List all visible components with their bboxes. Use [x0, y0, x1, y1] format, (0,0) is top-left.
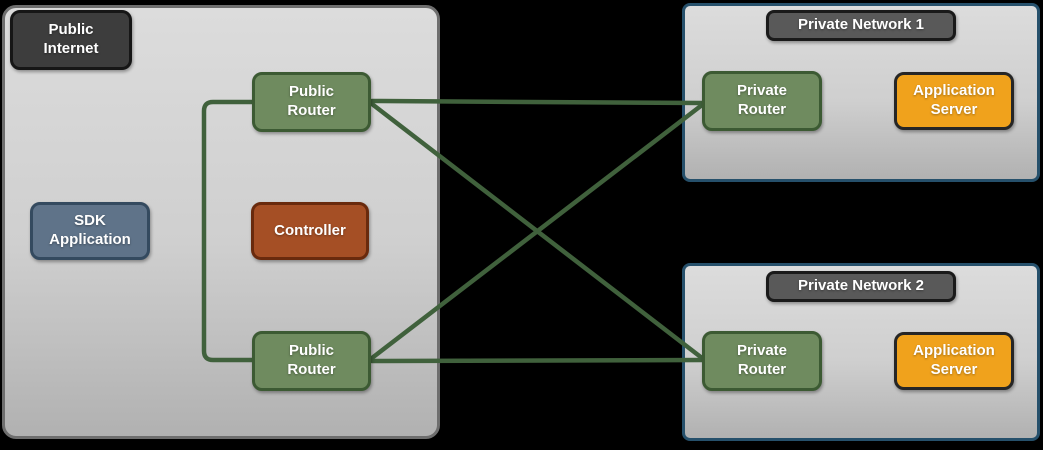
application-server-2-node: Application Server [894, 332, 1014, 390]
private-router-2-node: Private Router [702, 331, 822, 391]
public-internet-label: Public Internet [10, 10, 132, 70]
application-server-1-node: Application Server [894, 72, 1014, 130]
public-router-top-node: Public Router [252, 72, 371, 132]
sdk-application-node: SDK Application [30, 202, 150, 260]
private-network-1-label: Private Network 1 [766, 10, 956, 41]
public-router-bottom-node: Public Router [252, 331, 371, 391]
private-router-1-node: Private Router [702, 71, 822, 131]
controller-node: Controller [251, 202, 369, 260]
private-network-2-label: Private Network 2 [766, 271, 956, 302]
